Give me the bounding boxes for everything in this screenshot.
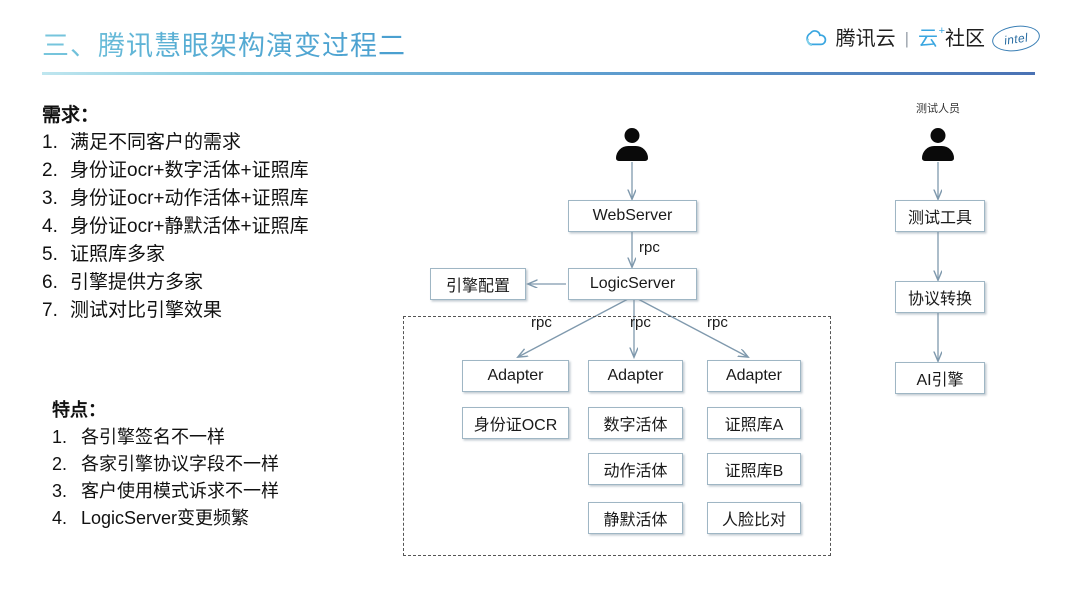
tencent-cloud-icon [803,29,829,48]
node-face-compare[interactable]: 人脸比对 [707,502,801,534]
edge-label-rpc-mid: rpc [630,314,651,331]
features-heading-text: 特点 [52,400,88,420]
list-item-text: 身份证ocr+动作活体+证照库 [70,188,309,209]
list-item-number: 1. [42,132,58,153]
list-item-text: 身份证ocr+静默活体+证照库 [70,216,309,237]
features-list: 1. 各引擎签名不一样 2. 各家引擎协议字段不一样 3. 客户使用模式诉求不一样 4… [52,424,279,532]
node-ai-engine[interactable]: AI引擎 [895,362,985,394]
edge-label-rpc-top: rpc [639,239,660,256]
page-title: 三、腾讯慧眼架构演变过程二 [42,24,406,63]
list-item-text: 满足不同客户的需求 [70,132,242,153]
node-photo-lib-b[interactable]: 证照库B [707,453,801,485]
brand-separator: | [904,28,909,48]
requirements-heading-colon: ： [80,105,100,126]
list-item-number: 3. [52,481,68,501]
node-adapter-3[interactable]: Adapter [707,360,801,392]
features-block: 特点： 1. 各引擎签名不一样 2. 各家引擎协议字段不一样 3. 客户使用模式诉求不… [52,396,279,532]
node-webserver[interactable]: WebServer [568,200,697,232]
person-body-icon [922,146,954,161]
list-item: 4. 身份证ocr+静默活体+证照库 [42,213,309,241]
intel-logo: intel [990,22,1042,55]
list-item: 4. LogicServer变更频繁 [52,505,279,532]
list-item: 2. 身份证ocr+数字活体+证照库 [42,157,309,185]
list-item-text: 各引擎签名不一样 [81,427,225,447]
requirements-heading: 需求： [42,100,309,127]
requirements-list: 1. 满足不同客户的需求 2. 身份证ocr+数字活体+证照库 3. 身份证ocr+动… [42,129,309,325]
list-item-number: 7. [42,300,58,321]
node-digit-liveness[interactable]: 数字活体 [588,407,683,439]
brand-community-text: 云 [918,27,938,50]
list-item-number: 4. [52,508,68,528]
node-test-tool[interactable]: 测试工具 [895,200,985,232]
list-item-text: 身份证ocr+数字活体+证照库 [70,160,309,181]
list-item: 2. 各家引擎协议字段不一样 [52,451,279,478]
list-item: 3. 身份证ocr+动作活体+证照库 [42,185,309,213]
list-item-number: 1. [52,427,68,447]
node-photo-lib-a[interactable]: 证照库A [707,407,801,439]
node-logicserver[interactable]: LogicServer [568,268,697,300]
brand-logo: 腾讯云 | 云 + 社区 intel [803,22,1042,55]
node-action-liveness[interactable]: 动作活体 [588,453,683,485]
features-heading-colon: ： [88,400,106,420]
person-head-icon [624,128,640,143]
person-body-icon [616,146,648,161]
node-idcard-ocr[interactable]: 身份证OCR [462,407,569,439]
list-item-number: 2. [52,454,68,474]
list-item-number: 3. [42,188,58,209]
tester-caption: 测试人员 [916,103,960,115]
list-item: 1. 满足不同客户的需求 [42,129,309,157]
list-item: 7. 测试对比引擎效果 [42,297,309,325]
features-heading: 特点： [52,396,279,422]
node-protocol-convert[interactable]: 协议转换 [895,281,985,313]
brand-community-suffix: 社区 [945,27,985,50]
list-item-number: 2. [42,160,58,181]
requirements-heading-text: 需求 [42,105,81,126]
list-item-number: 4. [42,216,58,237]
list-item: 5. 证照库多家 [42,241,309,269]
node-adapter-1[interactable]: Adapter [462,360,569,392]
list-item-text: 测试对比引擎效果 [70,300,223,321]
brand-plus-icon: + [938,24,945,37]
list-item-text: 各家引擎协议字段不一样 [81,454,279,474]
requirements-block: 需求： 1. 满足不同客户的需求 2. 身份证ocr+数字活体+证照库 3. 身份证o… [42,100,309,325]
edge-label-rpc-right: rpc [707,314,728,331]
list-item-number: 6. [42,272,58,293]
brand-community-mark: 云 + [918,25,945,50]
list-item-text: 证照库多家 [70,244,166,265]
node-silent-liveness[interactable]: 静默活体 [588,502,683,534]
list-item: 6. 引擎提供方多家 [42,269,309,297]
brand-name: 腾讯云 [835,27,896,50]
list-item-text: LogicServer变更频繁 [81,508,250,528]
list-item-text: 引擎提供方多家 [70,272,204,293]
person-icon-user [615,128,649,161]
list-item-text: 客户使用模式诉求不一样 [81,481,279,501]
list-item: 1. 各引擎签名不一样 [52,424,279,451]
node-adapter-2[interactable]: Adapter [588,360,683,392]
edge-label-rpc-left: rpc [531,314,552,331]
person-head-icon [930,128,946,143]
person-icon-tester [921,128,955,161]
list-item-number: 5. [42,244,58,265]
list-item: 3. 客户使用模式诉求不一样 [52,478,279,505]
adapter-group-container [403,316,831,556]
node-engine-config[interactable]: 引擎配置 [430,268,526,300]
title-underline [42,72,1035,75]
